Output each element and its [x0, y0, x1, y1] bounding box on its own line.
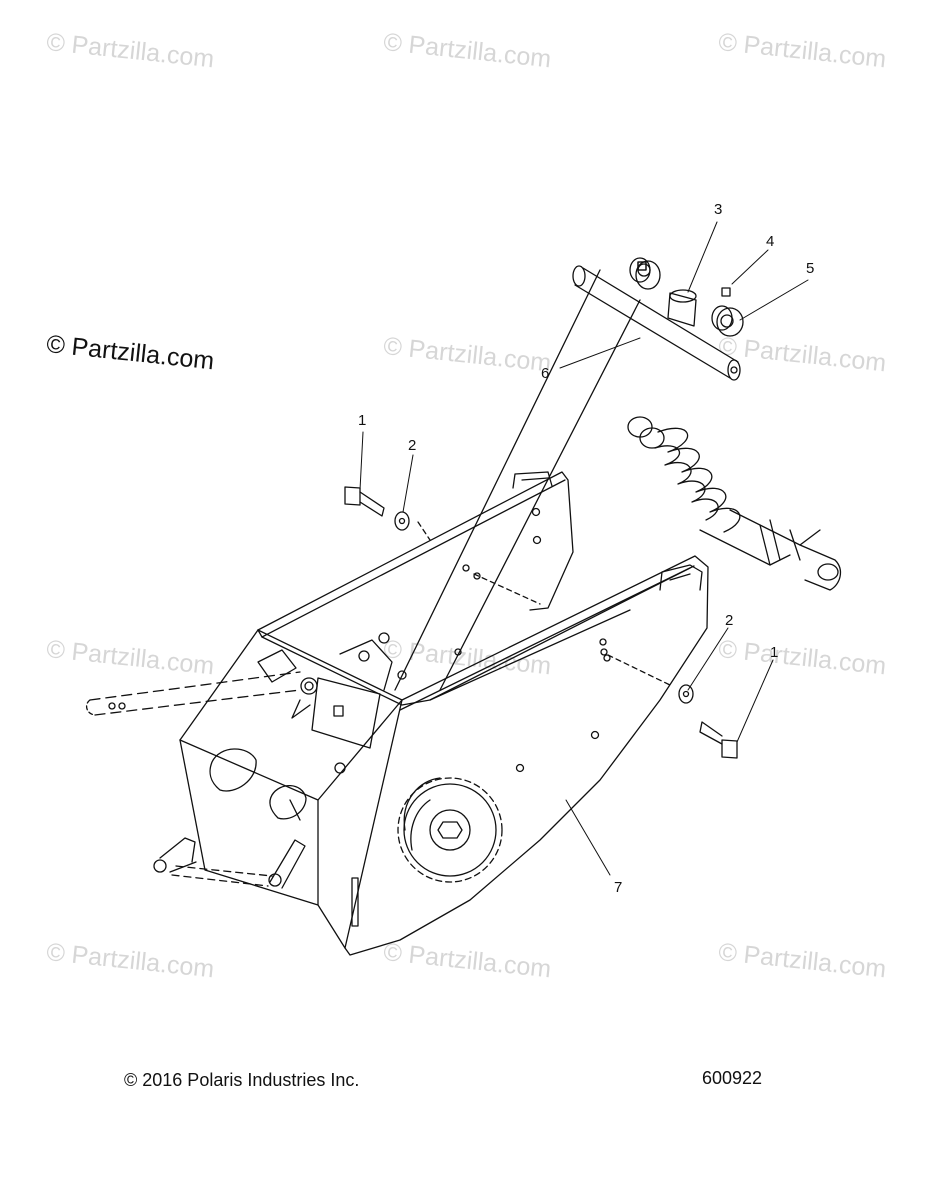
- latch-plate: [311, 632, 407, 749]
- callout-7: 7: [614, 879, 623, 896]
- mount-hole: [532, 535, 542, 545]
- frame-front-box: [179, 629, 403, 949]
- mount-hole: [599, 638, 607, 646]
- bushing-3: [667, 289, 697, 327]
- cutout: [269, 784, 307, 820]
- front-box-details: [153, 748, 307, 889]
- frame-side-plate: [344, 555, 709, 956]
- frame-upper-rail: [257, 471, 574, 631]
- copyright-notice: © 2016 Polaris Industries Inc.: [124, 1070, 360, 1090]
- mount-hole: [603, 654, 611, 662]
- callout-4: 4: [766, 233, 775, 250]
- leader-lines: [359, 221, 809, 876]
- mount-hole: [590, 730, 600, 740]
- callout-6: 6: [541, 365, 550, 382]
- mount-hole: [473, 572, 481, 580]
- callout-5: 5: [806, 260, 815, 277]
- mount-hole: [462, 564, 470, 572]
- washer-2-right: [678, 684, 694, 704]
- callout-1: 1: [770, 644, 779, 661]
- mount-shaft-6: [572, 265, 741, 381]
- callout-2: 2: [725, 612, 734, 629]
- clamp-collar: [629, 257, 661, 290]
- clamp-collar-5: [711, 305, 744, 337]
- washer-2-left: [394, 511, 410, 531]
- frame-assembly: [179, 269, 709, 956]
- set-screw: [637, 261, 731, 297]
- mount-hole: [531, 507, 541, 517]
- callout-1: 1: [358, 412, 367, 429]
- handle-bolt: [300, 677, 318, 695]
- mount-hole: [454, 648, 462, 656]
- bolt-1-left: [344, 486, 385, 517]
- mount-hole: [334, 762, 346, 774]
- mount-hole: [515, 763, 525, 773]
- callout-2: 2: [408, 437, 417, 454]
- cutout: [209, 748, 257, 792]
- sprocket-nut: [437, 821, 463, 839]
- figure-number: 600922: [702, 1068, 763, 1088]
- drive-sprocket: [397, 777, 503, 883]
- callout-3: 3: [714, 201, 723, 218]
- adjuster-slot: [351, 877, 359, 927]
- shock-absorber: [627, 416, 842, 591]
- mount-hole: [600, 648, 608, 656]
- bolt-1-right: [699, 721, 738, 759]
- tilt-handle: [85, 649, 318, 719]
